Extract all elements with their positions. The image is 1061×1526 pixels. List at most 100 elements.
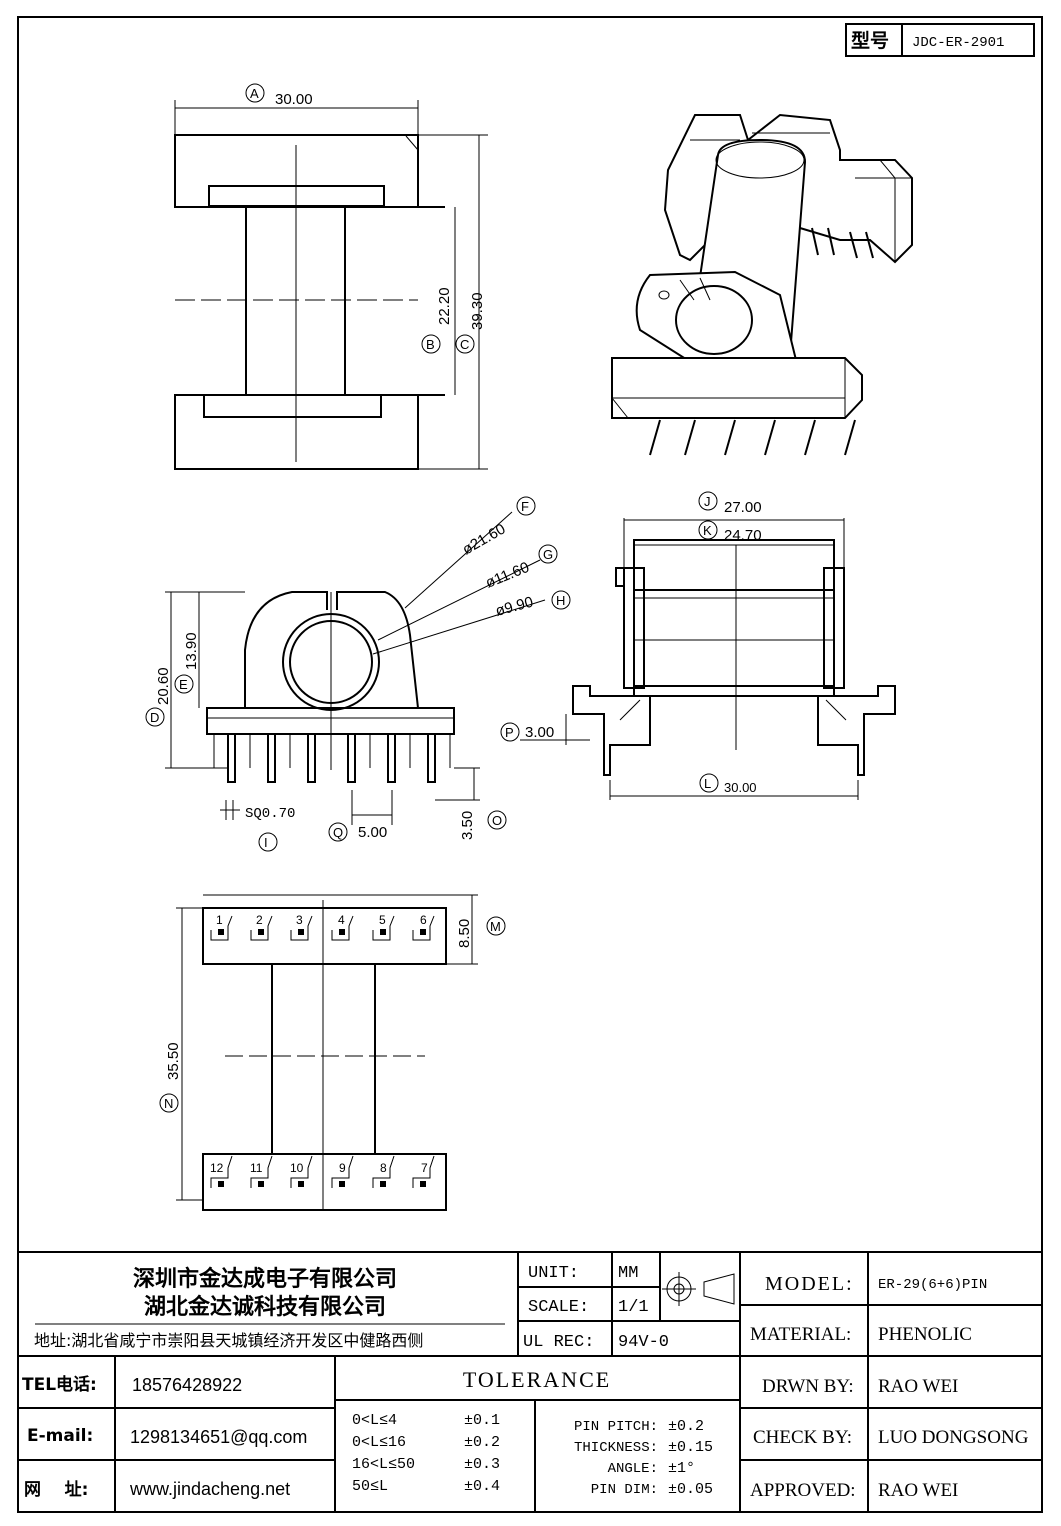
dim-k-letter: K (703, 523, 712, 538)
dim-k-value: 24.70 (724, 527, 762, 544)
tolerance-value: ±0.2 (464, 1434, 500, 1451)
bottom-view: 1 2 3 4 5 6 12 11 10 9 8 7 8.50 M 35.50 … (159, 894, 506, 1211)
dim-o-letter: O (492, 813, 502, 828)
dim-e-value: 13.90 (183, 632, 200, 670)
front-view: ø21.60 F ø11.60 G ø9.90 H E 13.90 D 20.6… (145, 496, 571, 852)
check-by-label: CHECK BY: (753, 1427, 852, 1448)
model-value: ER-29(6+6)PIN (878, 1277, 987, 1293)
drawn-by-label: DRWN BY: (762, 1376, 854, 1397)
extra-tolerance-label: PIN DIM: (591, 1482, 658, 1498)
pin-number: 3 (296, 913, 303, 927)
pin-number: 6 (420, 913, 427, 927)
material-label: MATERIAL: (750, 1324, 851, 1345)
dim-l-value: 30.00 (724, 780, 757, 795)
ulrec-value: 94V-0 (618, 1333, 669, 1352)
web-value: www.jindacheng.net (129, 1479, 290, 1499)
dim-m-value: 8.50 (456, 919, 473, 948)
top-view: A 30.00 B 22.20 C 39.30 (174, 83, 488, 470)
dim-i-letter: I (264, 835, 268, 850)
scale-value: 1/1 (618, 1298, 649, 1317)
approved-value: RAO WEI (878, 1480, 958, 1501)
model-label: MODEL: (765, 1273, 854, 1295)
email-label: E-mail: (27, 1426, 93, 1446)
side-view: J 27.00 K 24.70 P 3.00 L 30.00 (500, 491, 896, 800)
title-block: 深圳市金达成电子有限公司 湖北金达诚科技有限公司 地址:湖北省咸宁市崇阳县天城镇… (18, 1251, 1042, 1512)
address: 地址:湖北省咸宁市崇阳县天城镇经济开发区中健路西侧 (34, 1331, 423, 1350)
pin-number: 8 (380, 1161, 387, 1175)
dim-a-letter: A (250, 86, 259, 101)
extra-tolerance-value: ±0.15 (668, 1439, 713, 1456)
dim-j-value: 27.00 (724, 499, 762, 516)
extra-tolerance-label: PIN PITCH: (574, 1419, 658, 1435)
dim-b-value: 22.20 (436, 287, 453, 325)
scale-label: SCALE: (528, 1298, 589, 1317)
drawing-border (17, 16, 1043, 1513)
extra-tolerance-label: THICKNESS: (574, 1440, 658, 1456)
model-tag-value: JDC-ER-2901 (912, 35, 1004, 51)
pin-number: 11 (250, 1161, 263, 1175)
dim-l-letter: L (704, 776, 711, 791)
tolerance-range: 50≤L (352, 1478, 388, 1495)
web-label: 网 址: (24, 1480, 88, 1500)
pin-number: 5 (379, 913, 386, 927)
pin-number: 9 (339, 1161, 346, 1175)
extra-tolerance-value: ±0.05 (668, 1481, 713, 1498)
dim-c-letter: C (460, 337, 469, 352)
pin-number: 1 (216, 913, 223, 927)
dim-n-letter: N (164, 1096, 173, 1111)
unit-label: UNIT: (528, 1264, 579, 1283)
tolerance-value: ±0.3 (464, 1456, 500, 1473)
dim-q-value: 5.00 (358, 824, 387, 841)
projection-symbol-icon (662, 1272, 735, 1306)
tolerance-range: 16<L≤50 (352, 1456, 415, 1473)
pin-number: 4 (338, 913, 345, 927)
dim-j-letter: J (704, 494, 711, 509)
unit-value: MM (618, 1264, 638, 1283)
pin-number: 2 (256, 913, 263, 927)
tolerance-value: ±0.4 (464, 1478, 500, 1495)
check-by-value: LUO DONGSONG (878, 1427, 1029, 1448)
pin-number: 10 (290, 1161, 304, 1175)
tolerance-title: TOLERANCE (463, 1367, 611, 1392)
tolerance-value: ±0.1 (464, 1412, 500, 1429)
extra-tolerance-value: ±0.2 (668, 1418, 704, 1435)
isometric-view (611, 113, 913, 456)
dim-e-letter: E (179, 677, 188, 692)
approved-label: APPROVED: (750, 1480, 856, 1501)
ulrec-label: UL REC: (523, 1333, 594, 1352)
drawn-by-value: RAO WEI (878, 1376, 958, 1397)
dim-m-letter: M (490, 919, 501, 934)
dim-h-letter: H (556, 593, 565, 608)
dim-o-value: 3.50 (459, 811, 476, 840)
dim-d-value: 20.60 (155, 667, 172, 705)
dim-c-value: 39.30 (469, 292, 486, 330)
material-value: PHENOLIC (878, 1324, 972, 1345)
dim-g-value: ø11.60 (483, 559, 532, 592)
extra-tolerance-label: ANGLE: (608, 1461, 658, 1477)
dim-d-letter: D (150, 710, 159, 725)
tolerance-range: 0<L≤4 (352, 1412, 397, 1429)
tel-value: 18576428922 (132, 1375, 242, 1395)
dim-n-value: 35.50 (165, 1042, 182, 1080)
extra-tolerance-value: ±1° (668, 1460, 695, 1477)
model-tag: 型号 JDC-ER-2901 (845, 23, 1035, 57)
pin-number: 7 (421, 1161, 428, 1175)
model-tag-label: 型号 (851, 29, 889, 52)
email-value: 1298134651@qq.com (130, 1427, 307, 1447)
company-name-1: 深圳市金达成电子有限公司 (133, 1266, 397, 1292)
dim-q-letter: Q (333, 825, 343, 840)
dim-p-value: 3.00 (525, 724, 554, 741)
tel-label: TEL电话: (22, 1374, 97, 1395)
tolerance-range: 0<L≤16 (352, 1434, 406, 1451)
dim-p-letter: P (505, 725, 514, 740)
dim-i-value: SQ0.70 (245, 806, 295, 822)
dim-f-value: ø21.60 (460, 520, 509, 558)
dim-f-letter: F (521, 499, 529, 514)
company-name-2: 湖北金达诚科技有限公司 (144, 1294, 386, 1320)
dim-g-letter: G (543, 547, 553, 562)
dim-a-value: 30.00 (275, 91, 313, 108)
dim-b-letter: B (426, 337, 435, 352)
dim-h-value: ø9.90 (494, 594, 535, 620)
pin-number: 12 (210, 1161, 224, 1175)
